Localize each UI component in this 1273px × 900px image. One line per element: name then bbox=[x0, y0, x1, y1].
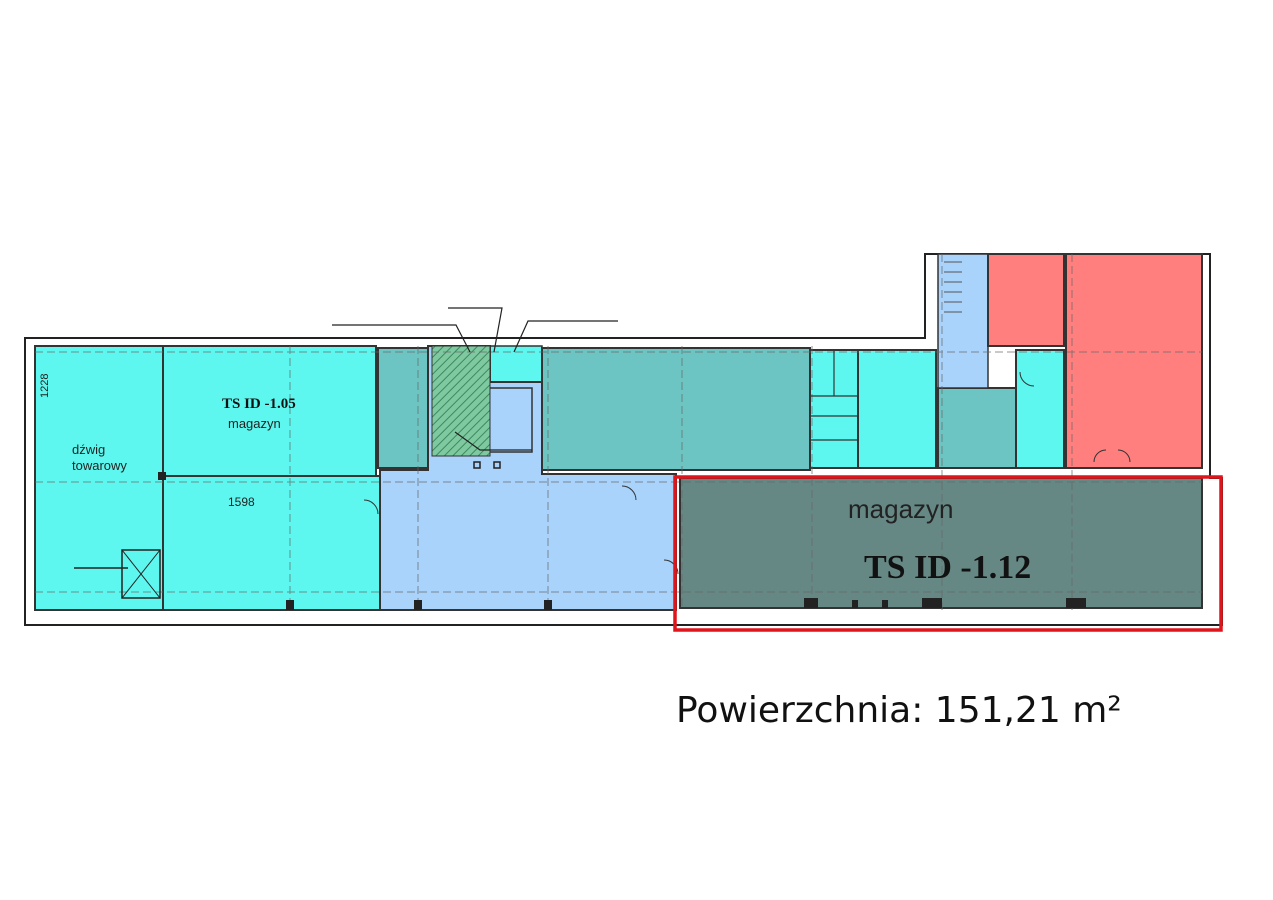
room-lift-area bbox=[34, 345, 164, 611]
shaft-hatched bbox=[431, 345, 491, 457]
selected-unit-id: TS ID -1.12 bbox=[864, 549, 1031, 586]
stairs bbox=[944, 261, 962, 313]
room-storage-left-bottom bbox=[162, 475, 381, 611]
column bbox=[804, 598, 818, 608]
unit-105-name: magazyn bbox=[228, 416, 281, 431]
lift-shaft bbox=[74, 549, 161, 599]
door-arc bbox=[363, 499, 379, 515]
door-arc bbox=[1093, 449, 1107, 463]
column bbox=[852, 600, 858, 608]
room-teal-2 bbox=[541, 347, 811, 471]
column bbox=[286, 600, 294, 610]
door-arc bbox=[621, 485, 637, 501]
selected-unit-name: magazyn bbox=[848, 494, 954, 524]
room-teal-3 bbox=[937, 387, 1017, 469]
room-teal-1 bbox=[377, 347, 429, 469]
leader-line bbox=[513, 320, 618, 353]
column bbox=[544, 600, 552, 610]
dimension-label: 1598 bbox=[228, 495, 255, 509]
room-small-cyan bbox=[489, 345, 543, 383]
lift-label-line2: towarowy bbox=[72, 458, 127, 473]
room-cyan-right bbox=[1015, 349, 1065, 469]
column bbox=[158, 472, 166, 480]
door-arc bbox=[1019, 371, 1035, 387]
wall-dimension-label: 1228 bbox=[39, 374, 51, 398]
column bbox=[882, 600, 888, 608]
leader-line bbox=[332, 324, 471, 353]
lift-label-line1: dźwig bbox=[72, 442, 105, 457]
area-label: Powierzchnia: 151,21 m² bbox=[676, 690, 1122, 731]
column bbox=[922, 598, 942, 608]
leader-line bbox=[448, 307, 503, 353]
room-cyan-mid bbox=[857, 349, 937, 469]
corridor-top-right bbox=[937, 253, 989, 389]
leader-line bbox=[454, 431, 532, 451]
room-red-1 bbox=[987, 253, 1065, 347]
column bbox=[493, 461, 501, 469]
column bbox=[1066, 598, 1086, 608]
room-ts-105 bbox=[162, 345, 377, 477]
column bbox=[473, 461, 481, 469]
unit-105-id: TS ID -1.05 bbox=[222, 396, 296, 412]
selected-unit-frame bbox=[673, 475, 1223, 632]
column bbox=[414, 600, 422, 610]
door-arc bbox=[1117, 449, 1131, 463]
room-red-2 bbox=[1065, 253, 1203, 469]
